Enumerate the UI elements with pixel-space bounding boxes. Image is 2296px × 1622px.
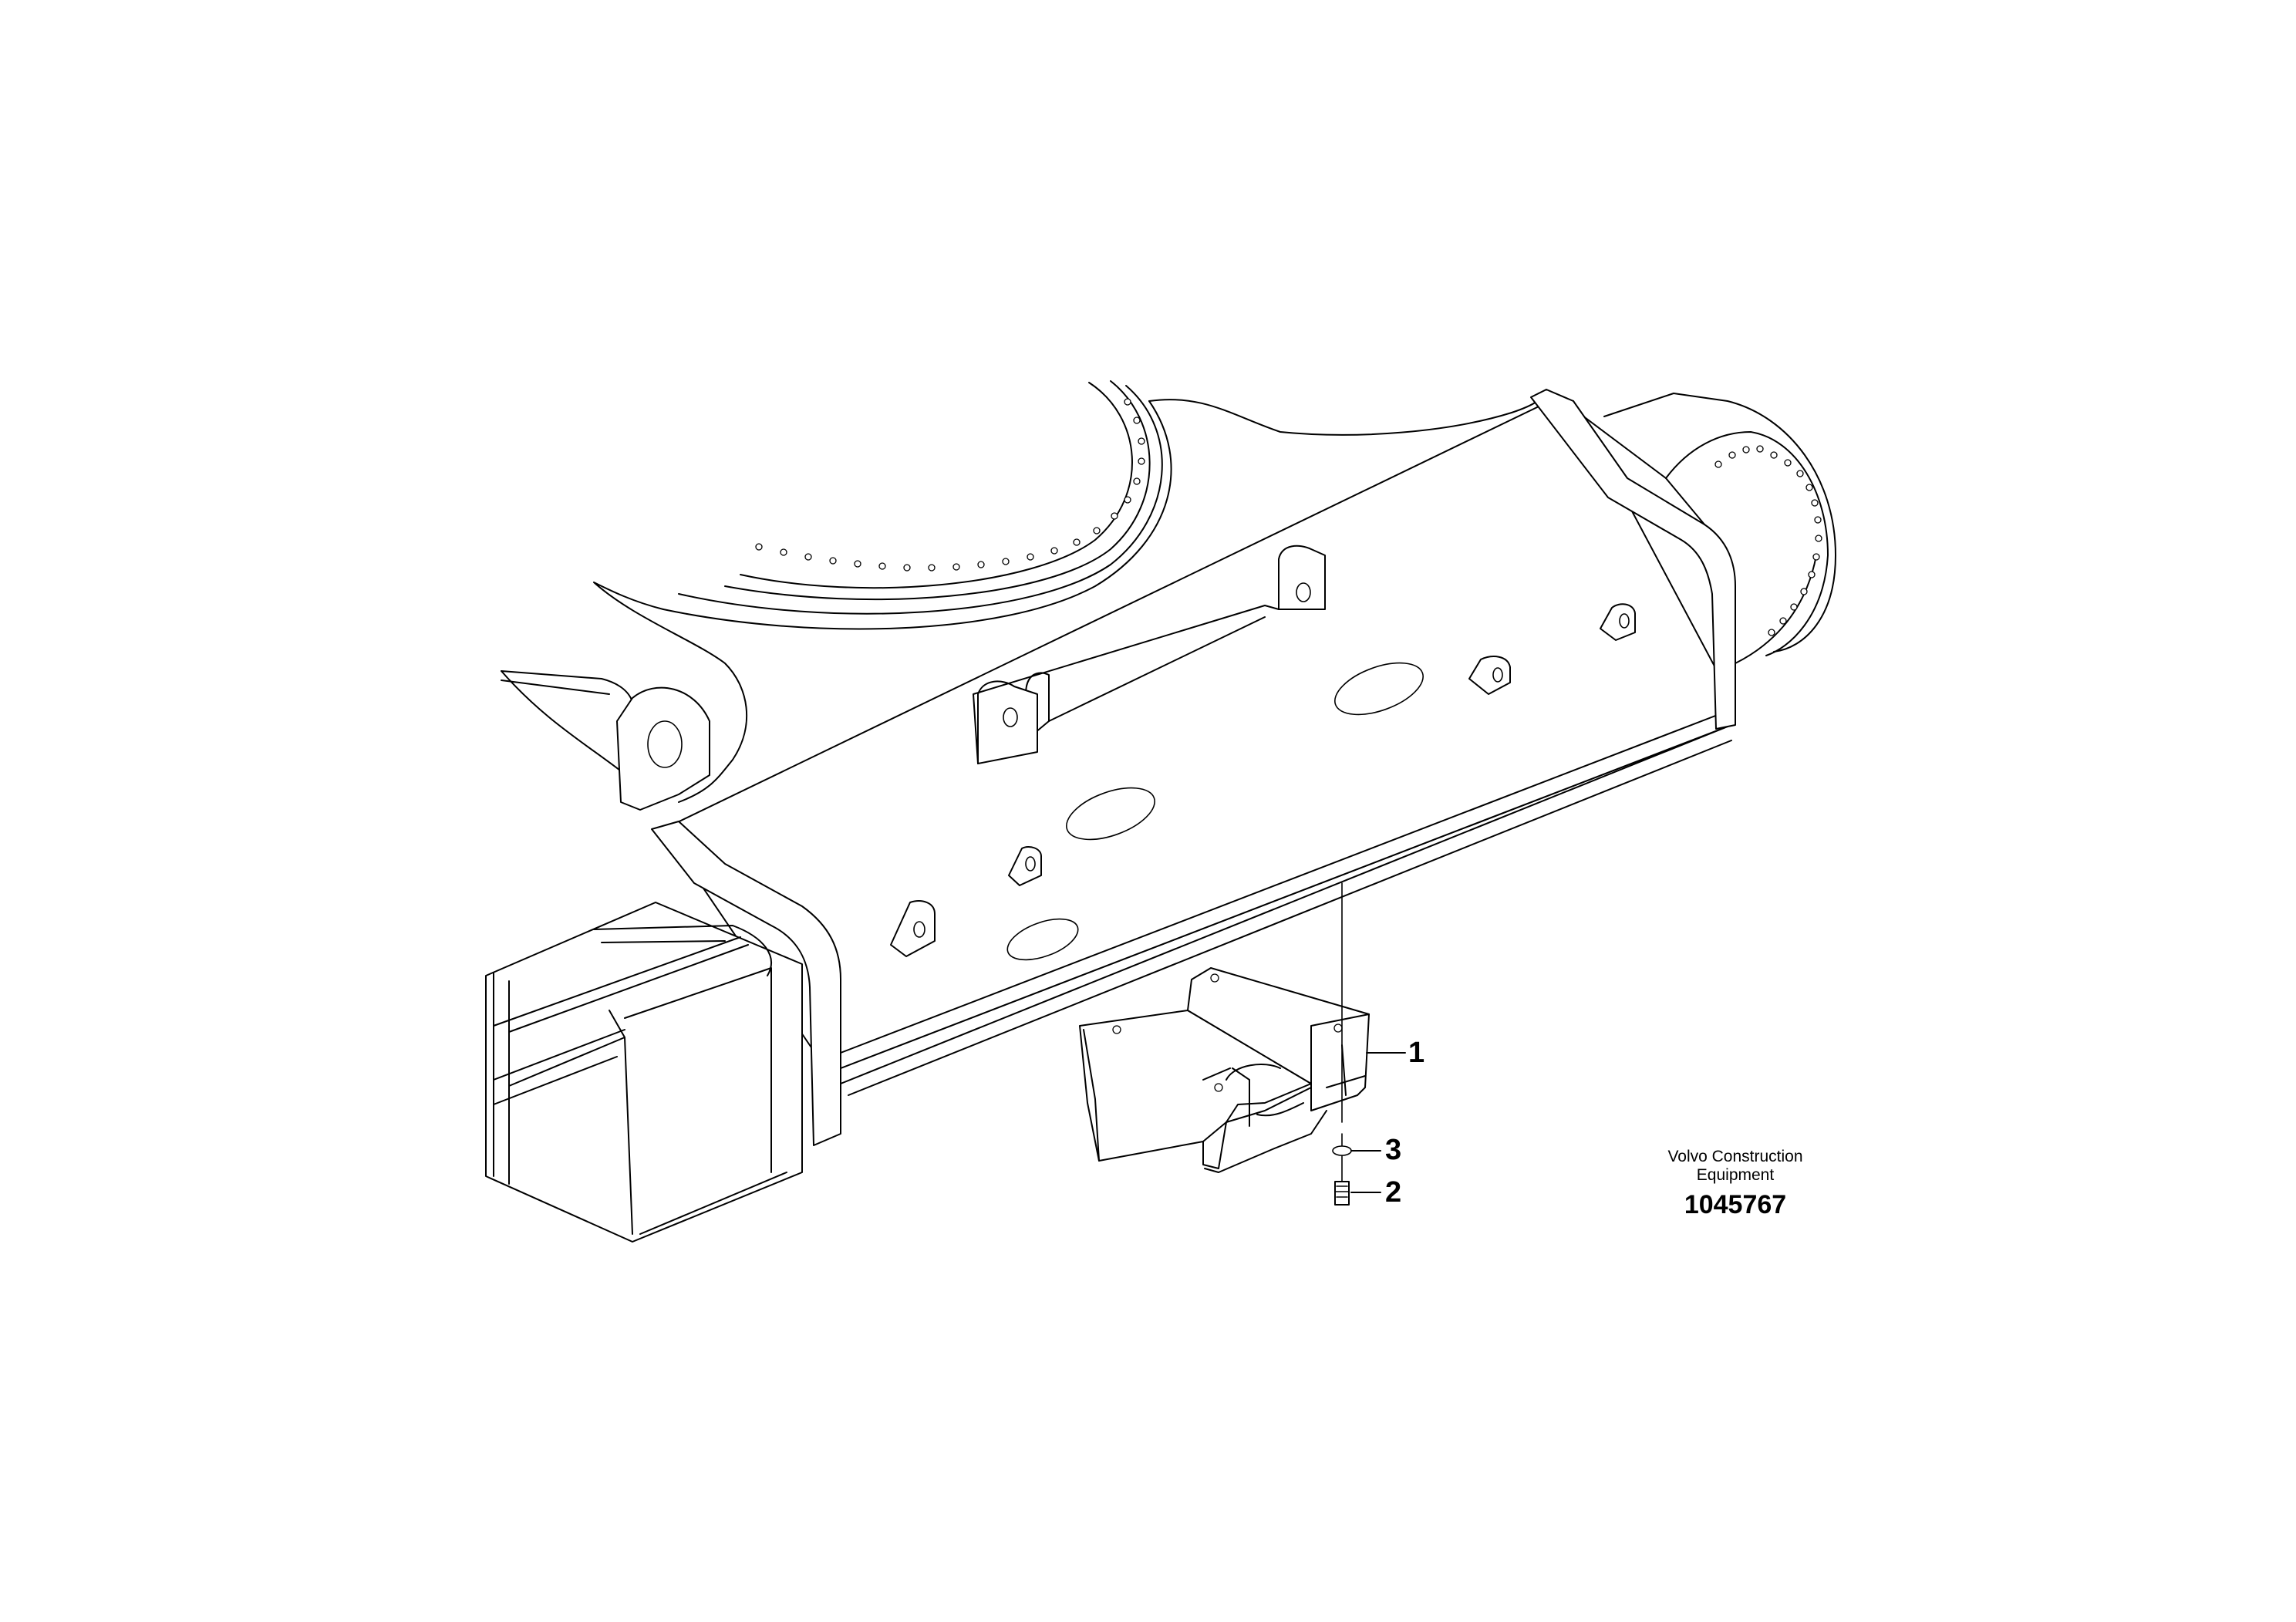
callout-number-1: 1 [1408,1037,1425,1069]
track-guard-part-1 [1079,967,1370,1173]
rear-ring-bolt-holes [1714,445,1822,636]
drawing-id: 1045767 [1684,1190,1787,1219]
caption-manufacturer-line2: Equipment [1696,1166,1775,1184]
drawing-caption: Volvo Construction Equipment 1045767 [1635,1148,1836,1220]
callout-leaders [1350,1052,1406,1193]
callout-number-3: 3 [1385,1134,1402,1166]
upper-frame [501,380,1836,811]
slewing-ring-bolt-holes [755,398,1145,572]
bolt-part-2 [1334,1181,1350,1206]
fasteners [1332,882,1352,1206]
callout-number-2: 2 [1385,1176,1402,1209]
caption-manufacturer-line1: Volvo Construction [1667,1148,1803,1165]
track-frame [485,389,1736,1243]
washer-part-3 [1332,1145,1352,1156]
